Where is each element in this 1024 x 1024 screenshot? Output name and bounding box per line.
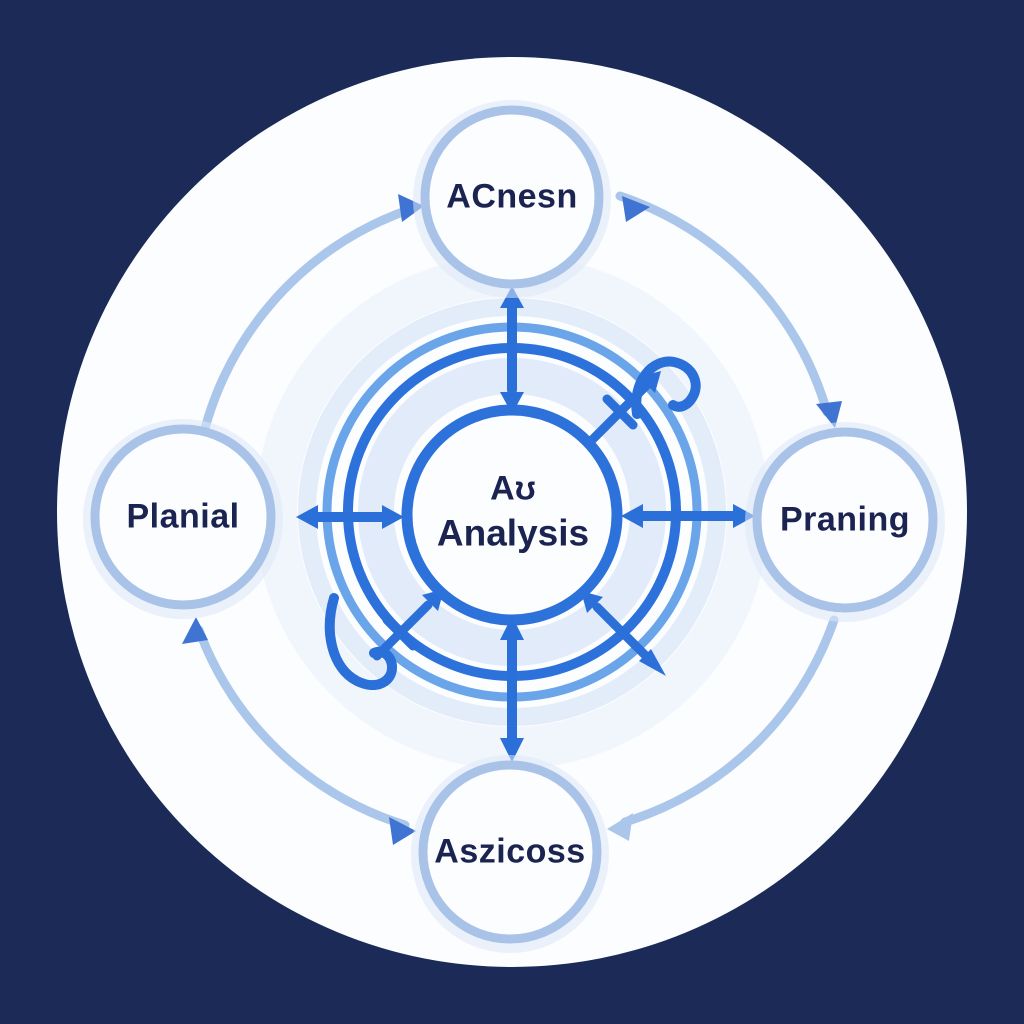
connector-left	[296, 505, 404, 529]
connector-right	[621, 504, 755, 528]
dart-tip-se	[639, 649, 666, 676]
node-label-top: ACnesn	[446, 177, 578, 216]
arc-arrowhead-into-bottom-node-left	[389, 817, 416, 845]
cycle-arc-right-to-bottom	[620, 615, 839, 827]
diagonal-crossbar-sw	[382, 615, 418, 651]
cycle-arc-bottom-to-left	[194, 625, 410, 830]
arrowhead-into-hub-bottom	[500, 616, 524, 640]
hub-label-line1: Aʊ	[490, 469, 536, 508]
arc-arrowhead-leaving-top-node	[622, 196, 650, 222]
arc-arrowhead-into-right-node	[816, 401, 842, 428]
cycle-arc-left-to-top	[194, 205, 413, 460]
diagonal-crossbar-ne	[602, 394, 638, 430]
arrowhead-into-hub-left	[382, 505, 404, 529]
hook-bottom-left-icon	[324, 593, 397, 690]
node-label-bottom: Aszicoss	[434, 832, 586, 871]
arc-arrowhead-into-bottom-node-right	[607, 813, 633, 841]
diagonal-shaft-ne	[578, 381, 651, 454]
node-label-right: Praning	[779, 500, 911, 539]
node-circle-right	[752, 427, 938, 613]
node-circle-bottom	[418, 760, 602, 944]
node-label-left: Planial	[126, 497, 240, 536]
connector-bottom	[500, 616, 524, 762]
hub-label: Aʊ Analysis	[437, 468, 589, 557]
dart-shaft	[592, 602, 650, 660]
arc-arrowhead-into-left-node	[182, 617, 208, 644]
arrowhead-ne	[639, 371, 661, 393]
node-circle-top	[420, 105, 604, 289]
arrowhead-into-left-node	[296, 505, 318, 529]
arrowhead-into-hub-top	[500, 392, 524, 414]
diagonal-arrow-top-right	[578, 371, 661, 454]
arrowhead-into-hub-right	[621, 504, 643, 528]
arrowhead-into-bottom-node	[500, 738, 524, 762]
hub-label-line2: Analysis	[436, 512, 590, 554]
cycle-arc-top-to-right	[615, 191, 832, 417]
arc-arrowhead-into-top-node	[398, 194, 424, 222]
arrowhead-into-right-node	[733, 504, 755, 528]
node-circle-left	[90, 424, 276, 610]
